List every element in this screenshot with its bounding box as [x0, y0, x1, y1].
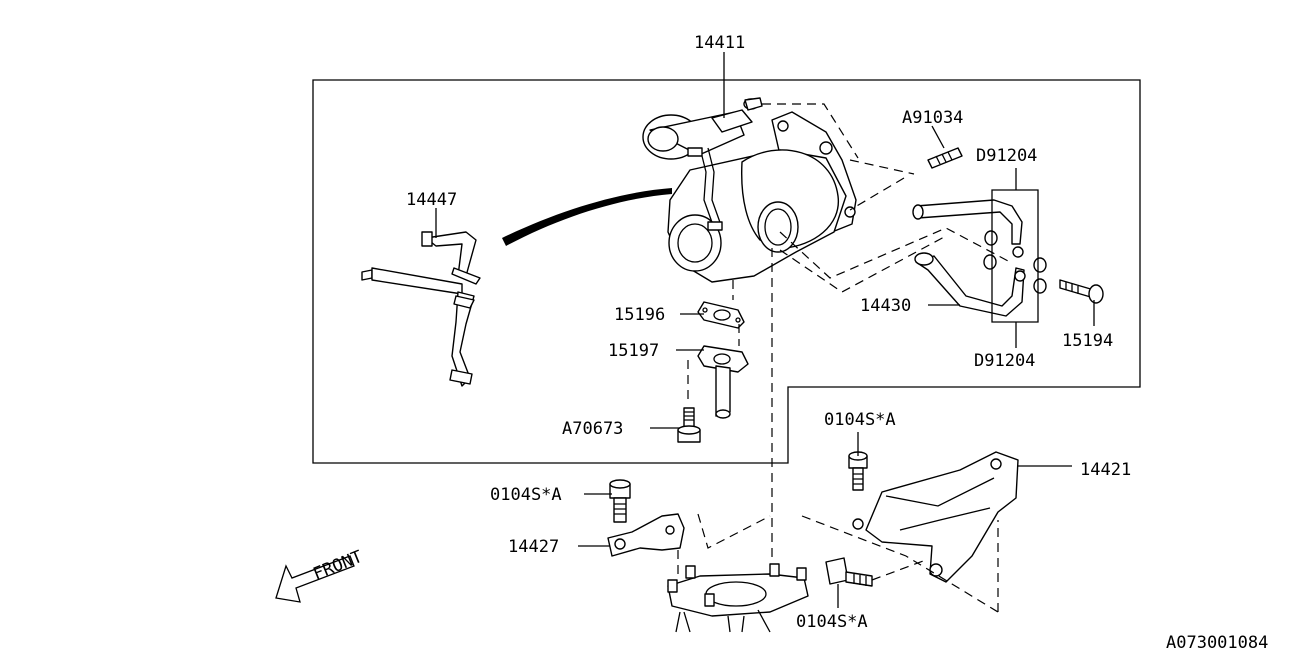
bolt-0104s-left[interactable] — [609, 479, 631, 523]
label-15196: 15196 — [614, 305, 665, 325]
bracket-14427[interactable] — [607, 513, 685, 557]
bolt-0104s-bottom[interactable] — [825, 557, 873, 587]
assembly-frame — [312, 79, 1141, 464]
svg-text:FRONT: FRONT — [310, 547, 365, 585]
label-d91204-bottom: D91204 — [974, 351, 1035, 371]
leader-lines — [435, 52, 1095, 608]
label-diagram-code: A073001084 — [1166, 633, 1268, 653]
label-0104s-left: 0104S*A — [490, 485, 562, 505]
label-a70673: A70673 — [562, 419, 623, 439]
stud-bolt-a91034[interactable] — [927, 147, 963, 169]
oil-pipe-pointer-arrow — [502, 188, 672, 246]
label-15194: 15194 — [1062, 331, 1113, 351]
label-0104s-top: 0104S*A — [824, 410, 896, 430]
union-bolt-15194[interactable] — [1059, 279, 1104, 304]
gasket-15196[interactable] — [697, 301, 745, 329]
assembly-guide-lines — [677, 103, 1011, 613]
label-d91204-top: D91204 — [976, 146, 1037, 166]
bolt-0104s-top[interactable] — [848, 451, 868, 491]
label-14411: 14411 — [694, 33, 745, 53]
oil-inlet-pipe-14447[interactable] — [361, 231, 481, 387]
label-a91034: A91034 — [902, 108, 963, 128]
label-14421: 14421 — [1080, 460, 1131, 480]
gaskets-d91204[interactable] — [983, 230, 1047, 294]
turbocharger-illustration[interactable] — [642, 97, 857, 283]
exhaust-flange-bottom[interactable] — [667, 563, 809, 633]
oil-return-flange-15197[interactable] — [697, 345, 749, 419]
label-14427: 14427 — [508, 537, 559, 557]
bracket-14421[interactable] — [852, 451, 1019, 583]
label-15197: 15197 — [608, 341, 659, 361]
label-14447: 14447 — [406, 190, 457, 210]
label-0104s-bottom: 0104S*A — [796, 612, 868, 632]
oil-return-pipe-14430[interactable] — [912, 199, 1026, 317]
label-14430: 14430 — [860, 296, 911, 316]
front-direction-marker: FRONT — [275, 547, 365, 603]
bolt-a70673[interactable] — [677, 407, 701, 443]
